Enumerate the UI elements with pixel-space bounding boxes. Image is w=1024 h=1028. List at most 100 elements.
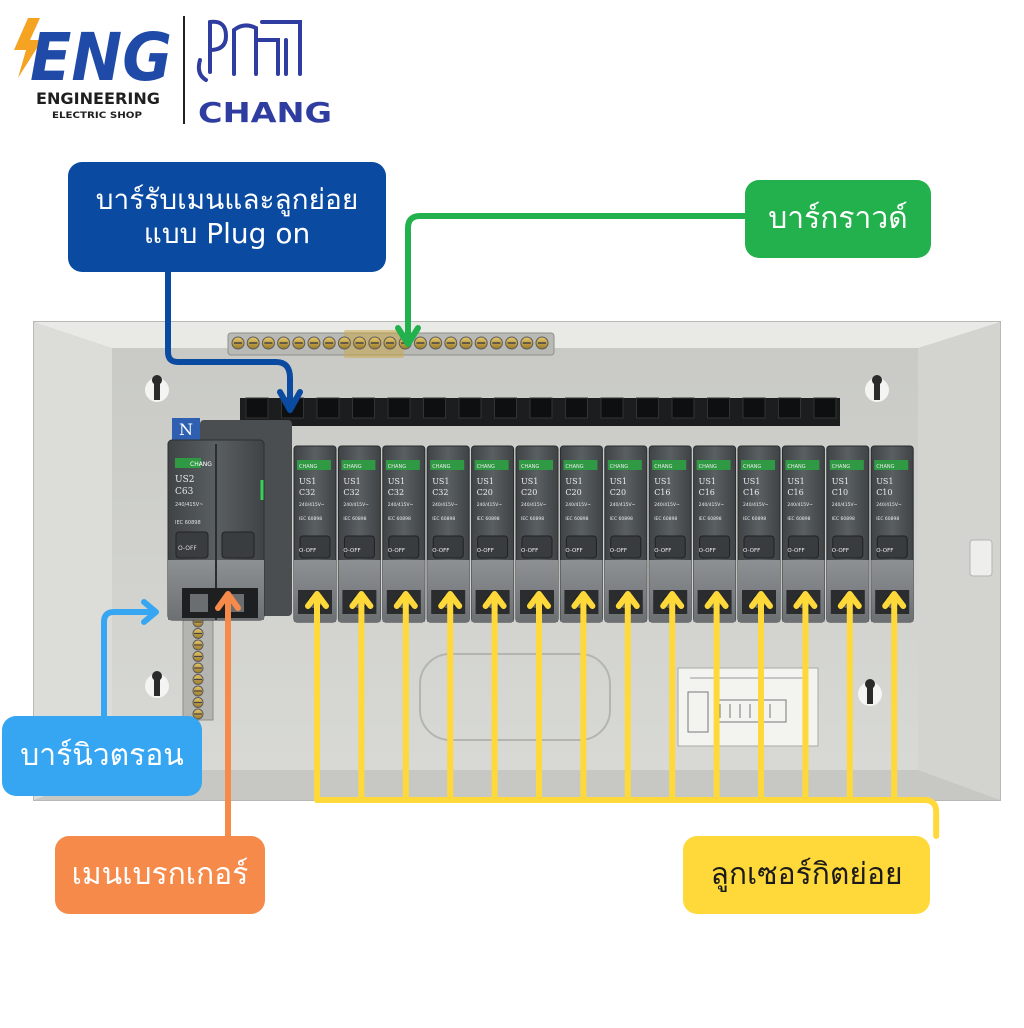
sub-breaker-toggle[interactable]	[743, 535, 775, 559]
sub-breaker-arrowhead	[527, 591, 551, 609]
ground-screw	[231, 336, 245, 350]
ground-screw	[337, 336, 351, 350]
sub-breaker-rating: C20	[565, 488, 581, 497]
logo-divider	[183, 16, 185, 124]
sub-breaker-toggle[interactable]	[876, 535, 908, 559]
sub-breaker-switch-label: O-OFF	[477, 548, 494, 554]
main-breaker[interactable]: CHANG US2 C63 240/415V~ IEC 60898 O-OFF	[167, 420, 292, 621]
sub-breaker-model: US1	[787, 477, 804, 486]
ground-arrowhead	[395, 325, 421, 347]
sub-breaker-arrowhead	[615, 591, 640, 609]
sub-breaker-brand: CHANG	[521, 464, 539, 470]
sub-breaker-std: IEC 60898	[610, 516, 633, 522]
sub-breakers-callout: ลูกเซอร์กิตย่อย	[683, 836, 930, 914]
sub-breaker-arrowhead	[660, 591, 685, 609]
sub-breaker-switch-label: O-OFF	[388, 548, 405, 554]
sub-breaker-model: US1	[876, 477, 893, 486]
sub-breaker-brand: CHANG	[699, 464, 717, 470]
keyhole-top-right	[865, 375, 889, 402]
busbar-callout: บาร์รับเมนและลูกย่อย แบบ Plug on	[68, 162, 386, 272]
sub-breaker-toggle[interactable]	[521, 535, 553, 559]
sub-breaker-rating: C20	[610, 488, 626, 497]
sub-breaker-toggle[interactable]	[299, 535, 331, 559]
sub-breaker-toggle[interactable]	[654, 535, 686, 559]
sub-breaker-std: IEC 60898	[565, 516, 588, 522]
sub-breaker-std: IEC 60898	[343, 516, 366, 522]
sub-breaker-toggle[interactable]	[432, 535, 464, 559]
ground-screw	[489, 336, 503, 350]
sub-breaker-toggle[interactable]	[699, 535, 731, 559]
chang-brand-badge	[519, 460, 553, 470]
main-breaker-callout: เมนเบรกเกอร์	[55, 836, 265, 914]
sub-breaker-arrows	[305, 591, 940, 839]
sub-breaker-std: IEC 60898	[521, 516, 544, 522]
sub-breaker-arrow-trunk	[314, 797, 940, 839]
sub-breaker-arrowhead	[704, 591, 729, 609]
sub-breaker-switch-label: O-OFF	[787, 548, 804, 554]
sub-breaker-std: IEC 60898	[832, 516, 855, 522]
eng-logo-mark: ENG	[30, 19, 172, 96]
sub-breaker-toggle[interactable]	[343, 535, 375, 559]
sub-breaker-spec: 240/415V~	[654, 502, 680, 508]
sub-breaker-brand: CHANG	[743, 464, 761, 470]
sub-breaker-model: US1	[699, 477, 716, 486]
sub-breaker-arrowhead	[305, 591, 329, 609]
sub-breaker-toggle[interactable]	[565, 535, 597, 559]
chang-brand-badge	[474, 460, 509, 470]
sub-breaker-rating: C10	[832, 488, 848, 497]
keyhole-bottom-right	[858, 679, 882, 706]
busbar-clip	[600, 397, 624, 419]
sub-breaker-toggle[interactable]	[477, 535, 509, 559]
busbar-clip	[458, 397, 482, 419]
chang-brand-badge	[297, 460, 331, 470]
sub-breaker-rating: C16	[787, 488, 803, 497]
sub-breaker-toggle[interactable]	[832, 535, 864, 559]
main-breaker-model: US2	[175, 475, 194, 485]
busbar-clip	[352, 397, 375, 419]
sub-breaker-model: US1	[743, 477, 760, 486]
sub-breaker-model: US1	[432, 477, 449, 486]
sub-breaker-brand: CHANG	[477, 464, 495, 470]
ground-screw	[520, 336, 534, 350]
chang-brand-badge	[430, 460, 465, 470]
sub-breaker-switch-label: O-OFF	[743, 548, 760, 554]
sub-breaker-spec: 240/415V~	[432, 502, 458, 508]
chang-brand-badge	[874, 460, 909, 470]
sub-breaker-toggle[interactable]	[610, 535, 642, 559]
sub-breaker-std: IEC 60898	[876, 516, 899, 522]
sub-breaker-switch-label: O-OFF	[299, 548, 316, 554]
wiring-diagram-sticker	[677, 667, 819, 747]
sub-breaker-std: IEC 60898	[699, 516, 722, 522]
callout-arrows	[101, 213, 940, 839]
ground-screw	[322, 336, 336, 350]
sub-breaker-arrowhead	[393, 591, 418, 609]
lightning-bolt-icon	[14, 18, 42, 78]
busbar-clip	[565, 397, 588, 419]
sub-breaker-std: IEC 60898	[388, 516, 411, 522]
main-breaker-switch-label: O-OFF	[178, 545, 197, 552]
sub-breaker-brand: CHANG	[343, 464, 361, 470]
sub-breaker-toggle[interactable]	[388, 535, 420, 559]
eng-logo-line2: ELECTRIC SHOP	[52, 111, 142, 121]
sub-breaker-rating: C20	[521, 488, 537, 497]
neutral-tag: N	[172, 418, 200, 440]
busbar-clip	[423, 397, 446, 419]
sub-breaker-std: IEC 60898	[743, 516, 766, 522]
main-breaker-toggle-1[interactable]	[175, 531, 209, 559]
sub-breaker-switch-label: O-OFF	[832, 548, 849, 554]
chang-brand-badge	[829, 460, 864, 470]
sub-breaker-switch-label: O-OFF	[699, 548, 716, 554]
ground-screw	[277, 336, 291, 350]
busbar-clip	[494, 397, 517, 419]
sub-breaker-toggle[interactable]	[787, 535, 819, 559]
ground-screw	[413, 336, 427, 350]
neutral-screw	[192, 662, 204, 674]
sub-breaker-rating: C32	[343, 488, 359, 497]
busbar-arrowhead	[277, 389, 303, 413]
main-breaker-toggle-2[interactable]	[221, 531, 255, 559]
